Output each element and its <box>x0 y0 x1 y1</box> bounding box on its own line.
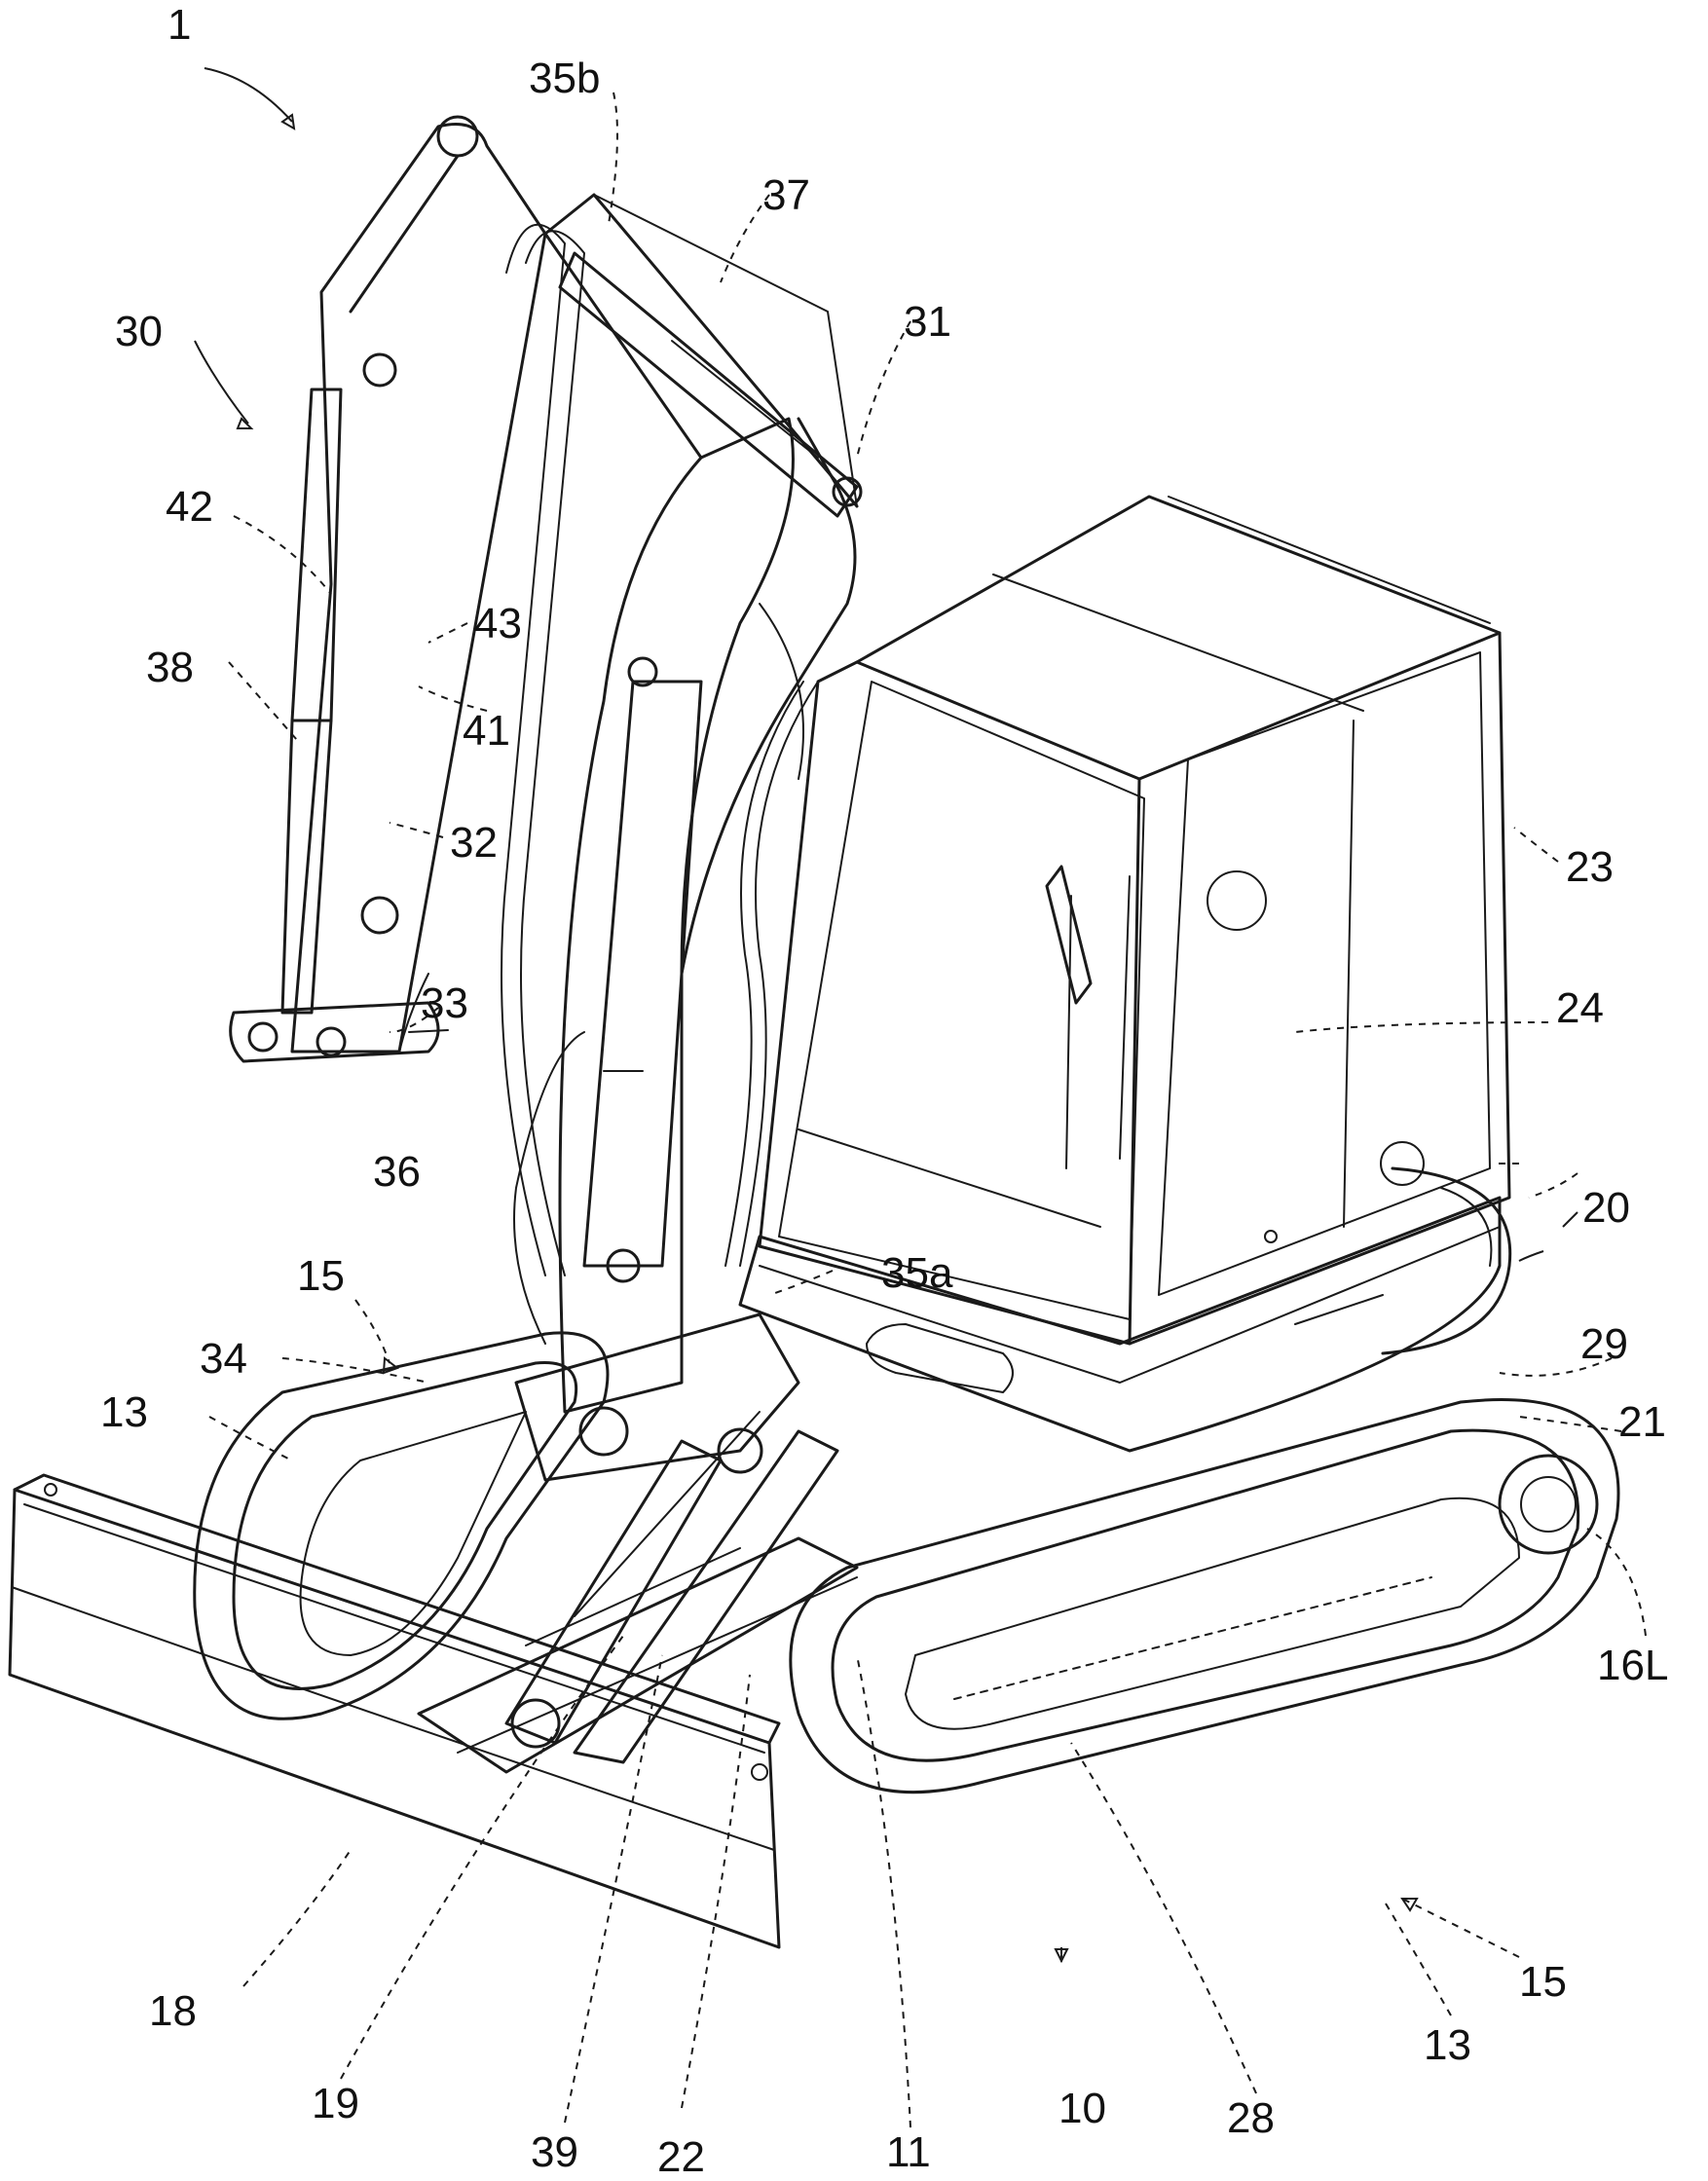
arm-cylinder <box>558 251 863 518</box>
label-boom-bracket: 22 <box>657 2133 705 2181</box>
boom <box>543 193 859 1414</box>
label-work-device: 30 <box>115 308 163 355</box>
label-boom: 31 <box>904 298 951 346</box>
label-crawler-right: 13 <box>1424 2021 1471 2069</box>
reference-labels: 1 35b 37 30 31 42 43 38 41 32 23 33 24 3… <box>100 1 1668 2181</box>
label-drive-sprocket: 16L <box>1597 1642 1668 1689</box>
bucket-link <box>229 1001 449 1063</box>
label-swing-bracket: 34 <box>200 1335 247 1383</box>
label-cabin: 23 <box>1566 843 1614 891</box>
label-swing-cylinder: 39 <box>531 2128 578 2176</box>
swing-bracket <box>513 1031 800 1482</box>
label-crawler-left: 13 <box>100 1388 148 1436</box>
label-lower-travel-body: 10 <box>1058 2085 1106 2132</box>
turning-frame <box>738 1196 1502 1453</box>
label-bucket-cylinder: 38 <box>146 644 194 691</box>
label-pipe-c: 43 <box>474 600 522 647</box>
label-upper-hose: 35b <box>529 55 600 102</box>
label-counterweight: 29 <box>1580 1320 1628 1368</box>
bucket-cylinder <box>280 388 343 1015</box>
label-bucket-link: 33 <box>421 980 468 1027</box>
label-track-frame: 11 <box>886 2128 931 2176</box>
boom-cylinder <box>582 656 703 1283</box>
label-boom-cylinder: 36 <box>373 1148 421 1196</box>
label-crawler-unit-right: 15 <box>1519 1958 1567 2006</box>
label-crawler-unit-left: 15 <box>297 1252 345 1300</box>
right-crawler-track <box>789 1398 1620 1794</box>
wiper <box>1045 865 1131 1160</box>
label-arm: 32 <box>450 819 498 867</box>
dozer-blade <box>8 1473 781 1949</box>
arm <box>290 115 547 1054</box>
label-cabin-door: 24 <box>1556 984 1604 1032</box>
label-hood: 28 <box>1227 2094 1275 2142</box>
hydraulic-hoses <box>501 223 819 1276</box>
label-pipe-a: 41 <box>463 707 510 755</box>
label-lower-hose: 35a <box>881 1249 953 1297</box>
label-arm-cylinder: 37 <box>762 171 810 219</box>
leader-lines <box>194 67 1647 2128</box>
label-pipe-b: 42 <box>166 483 213 531</box>
label-upper-turning-body: 20 <box>1582 1184 1630 1232</box>
label-blade: 18 <box>149 1987 197 2035</box>
left-crawler-track <box>193 1331 610 1720</box>
label-turning-frame: 21 <box>1618 1398 1666 1446</box>
cabin <box>758 495 1511 1346</box>
label-blade-arm: 19 <box>312 2080 359 2127</box>
label-machine: 1 <box>167 1 191 49</box>
